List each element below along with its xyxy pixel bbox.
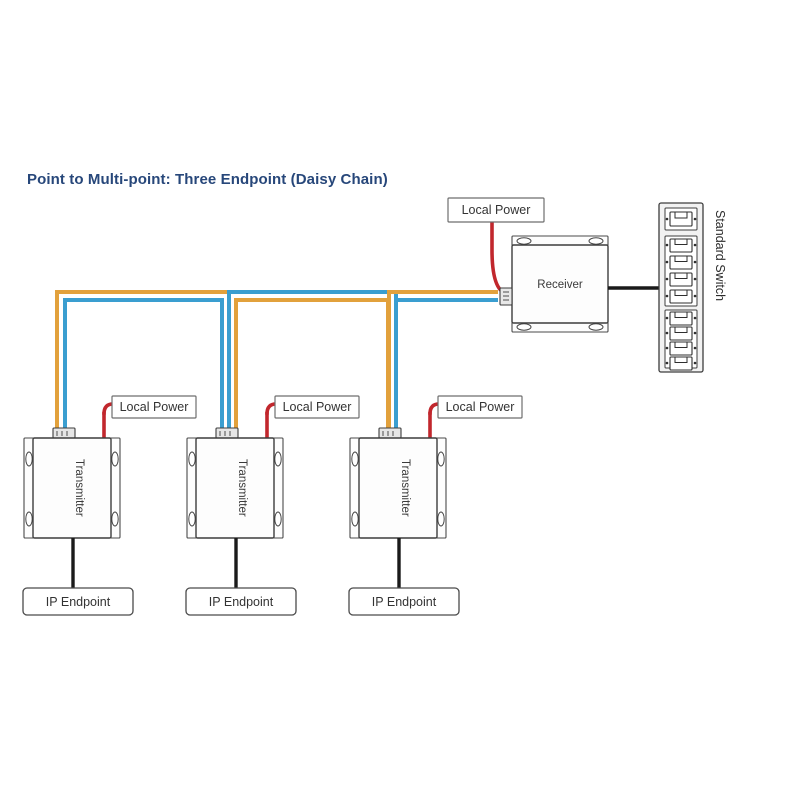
receiver-power-cable (490, 220, 510, 296)
receiver-terminal-block (499, 287, 513, 306)
ip-endpoint-1-rect (22, 587, 134, 616)
switch-port-1-led-right (693, 243, 697, 247)
switch-port-1-led-left (665, 243, 669, 247)
transmitter-2-label: Transmitter (236, 459, 248, 517)
switch-port-5-led-left (665, 316, 669, 320)
switch-port-2-led-left (665, 260, 669, 264)
switch-port-7-led-left (665, 346, 669, 350)
cable-blue-seg3 (394, 298, 498, 434)
transmitter-3-local-power-box: Local Power (437, 395, 523, 419)
switch-port-8[interactable] (669, 356, 693, 371)
transmitter-1-local-power-rect (111, 395, 197, 419)
receiver-label: Receiver (537, 279, 583, 291)
transmitter-2-mount-hole-tl (188, 451, 196, 467)
transmitter-1-mount-hole-tr (111, 451, 119, 467)
transmitter-3-mount-hole-tl (351, 451, 359, 467)
switch-port-4-led-right (693, 294, 697, 298)
transmitter-2-body[interactable] (195, 437, 275, 539)
cable-blue-seg1 (63, 298, 224, 434)
switch-port-1[interactable] (669, 238, 693, 253)
receiver-mount-hole-br (588, 323, 604, 331)
ip-endpoint-3-box[interactable]: IP Endpoint (348, 587, 460, 616)
switch-uplink-led-right (693, 217, 697, 221)
switch-port-3-led-left (665, 277, 669, 281)
transmitter-2-mount-hole-tr (274, 451, 282, 467)
switch-port-8-led-right (693, 361, 697, 365)
transmitter-1-label: Transmitter (73, 459, 85, 517)
transmitter-3-body[interactable] (358, 437, 438, 539)
page-title: Point to Multi-point: Three Endpoint (Da… (27, 171, 388, 188)
transmitter-1-local-power-box: Local Power (111, 395, 197, 419)
receiver-mount-hole-tl (516, 237, 532, 245)
switch-port-8-led-left (665, 361, 669, 365)
switch-port-5[interactable] (669, 311, 693, 326)
switch-port-uplink[interactable] (669, 211, 693, 227)
switch-port-6[interactable] (669, 326, 693, 341)
transmitter-2-mount-hole-bl (188, 511, 196, 527)
transmitter-3-local-power-rect (437, 395, 523, 419)
receiver-group[interactable]: Local Power Receiver (447, 197, 663, 333)
switch-port-6-led-left (665, 331, 669, 335)
switch-port-4-led-left (665, 294, 669, 298)
ip-endpoint-2-rect (185, 587, 297, 616)
transmitter-1-mount-hole-br (111, 511, 119, 527)
transmitter-2-mount-hole-br (274, 511, 282, 527)
receiver-body[interactable] (511, 244, 609, 324)
switch-port-4[interactable] (669, 289, 693, 304)
transmitter-2-local-power-box: Local Power (274, 395, 360, 419)
switch-port-2[interactable] (669, 255, 693, 270)
standard-switch-group[interactable]: Standard Switch (658, 202, 727, 373)
transmitter-1-mount-hole-bl (25, 511, 33, 527)
transmitter-3-mount-hole-bl (351, 511, 359, 527)
transmitter-1-local-power-label: Local Power (120, 400, 189, 414)
receiver-mount-hole-bl (516, 323, 532, 331)
transmitter-3-label: Transmitter (399, 459, 411, 517)
transmitter-3-mount-hole-br (437, 511, 445, 527)
switch-port-5-led-right (693, 316, 697, 320)
transmitter-1-body[interactable] (32, 437, 112, 539)
transmitter-2-group[interactable]: Local Power Transmitter IP Endpoint (185, 395, 360, 616)
ip-endpoint-3-rect (348, 587, 460, 616)
ip-endpoint-1-box[interactable]: IP Endpoint (22, 587, 134, 616)
cable-orange-seg3 (387, 290, 498, 434)
ip-endpoint-1-label: IP Endpoint (46, 595, 111, 609)
receiver-mount-hole-tr (588, 237, 604, 245)
ip-endpoint-2-label: IP Endpoint (209, 595, 274, 609)
switch-port-6-led-right (693, 331, 697, 335)
transmitter-1-terminal-block (52, 427, 76, 439)
transmitter-1-mount-hole-tl (25, 451, 33, 467)
switch-port-bay-a (664, 235, 698, 307)
transmitter-3-group[interactable]: Local Power Transmitter IP Endpoint (348, 395, 523, 616)
receiver-local-power-label: Local Power (462, 203, 531, 217)
switch-port-3-led-right (693, 277, 697, 281)
cable-bundle-daisy-chain (55, 290, 498, 434)
switch-port-2-led-right (693, 260, 697, 264)
transmitter-3-local-power-label: Local Power (446, 400, 515, 414)
transmitter-2-terminal-block (215, 427, 239, 439)
transmitter-2-local-power-label: Local Power (283, 400, 352, 414)
switch-uplink-led-left (665, 217, 669, 221)
transmitter-1-group[interactable]: Local Power Transmitter IP Endpoint (22, 395, 197, 616)
standard-switch-label: Standard Switch (713, 210, 727, 301)
transmitter-3-terminal-block (378, 427, 402, 439)
switch-port-3[interactable] (669, 272, 693, 287)
transmitter-3-mount-hole-tr (437, 451, 445, 467)
switch-port-7[interactable] (669, 341, 693, 356)
ip-endpoint-2-box[interactable]: IP Endpoint (185, 587, 297, 616)
transmitter-2-local-power-rect (274, 395, 360, 419)
receiver-local-power-box: Local Power (447, 197, 545, 223)
ip-endpoint-3-label: IP Endpoint (372, 595, 437, 609)
switch-port-7-led-right (693, 346, 697, 350)
receiver-local-power-rect (447, 197, 545, 223)
